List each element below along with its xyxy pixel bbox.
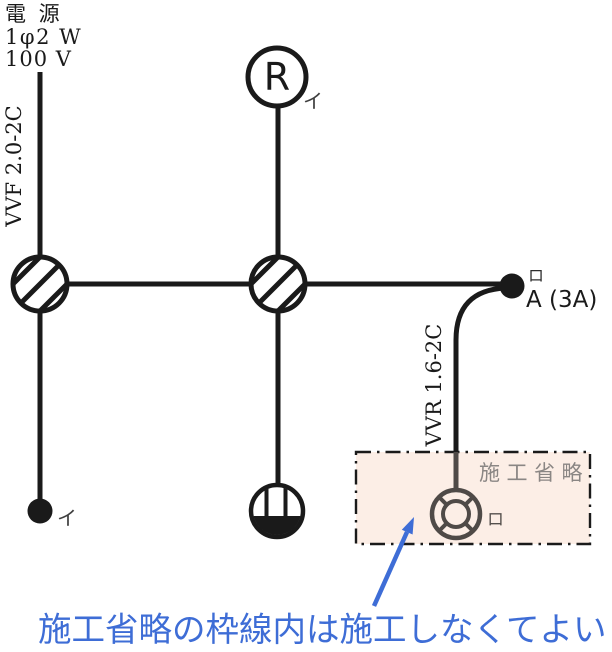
power-source-system: 1φ2 W <box>5 25 82 49</box>
power-source-title: 電 源 <box>5 2 63 26</box>
power-source-label: 電 源 1φ2 W 100 V <box>5 2 82 71</box>
junction-box-center <box>248 254 308 314</box>
branch-wire-down <box>453 285 507 452</box>
omission-box-label: 施工省略 <box>479 461 589 485</box>
annotation-arrow <box>371 517 414 607</box>
omission-box: 施工省略 ロ <box>354 450 592 546</box>
lamp-receptacle-letter: R <box>264 55 290 99</box>
omitted-outlet: ロ <box>429 487 504 541</box>
annotation-note: 施工省略の枠線内は施工しなくてよい <box>38 610 607 649</box>
arrowhead <box>401 517 414 535</box>
wires <box>37 72 507 500</box>
junction-box-hatch <box>253 259 303 309</box>
switch-ro-type-label: A (3A) <box>526 287 597 313</box>
switch-ro: ロ A (3A) <box>499 266 597 313</box>
power-source-voltage: 100 V <box>5 47 72 71</box>
junction-box-left <box>10 254 70 314</box>
cable-label-vvf: VVF 2.0-2C <box>2 105 26 228</box>
lamp-circuit-label: イ <box>303 89 323 113</box>
ceiling-fixture <box>248 482 306 540</box>
switch-i-circuit-label: イ <box>57 506 77 530</box>
cable-label-vvr: VVR 1.6-2C <box>422 324 446 448</box>
junction-box-hatch <box>15 259 65 309</box>
switch-ro-circuit-label: ロ <box>528 266 544 285</box>
switch-i: イ <box>27 498 77 530</box>
lamp-receptacle: R イ <box>245 45 323 113</box>
omitted-outlet-circuit-label: ロ <box>487 510 504 530</box>
